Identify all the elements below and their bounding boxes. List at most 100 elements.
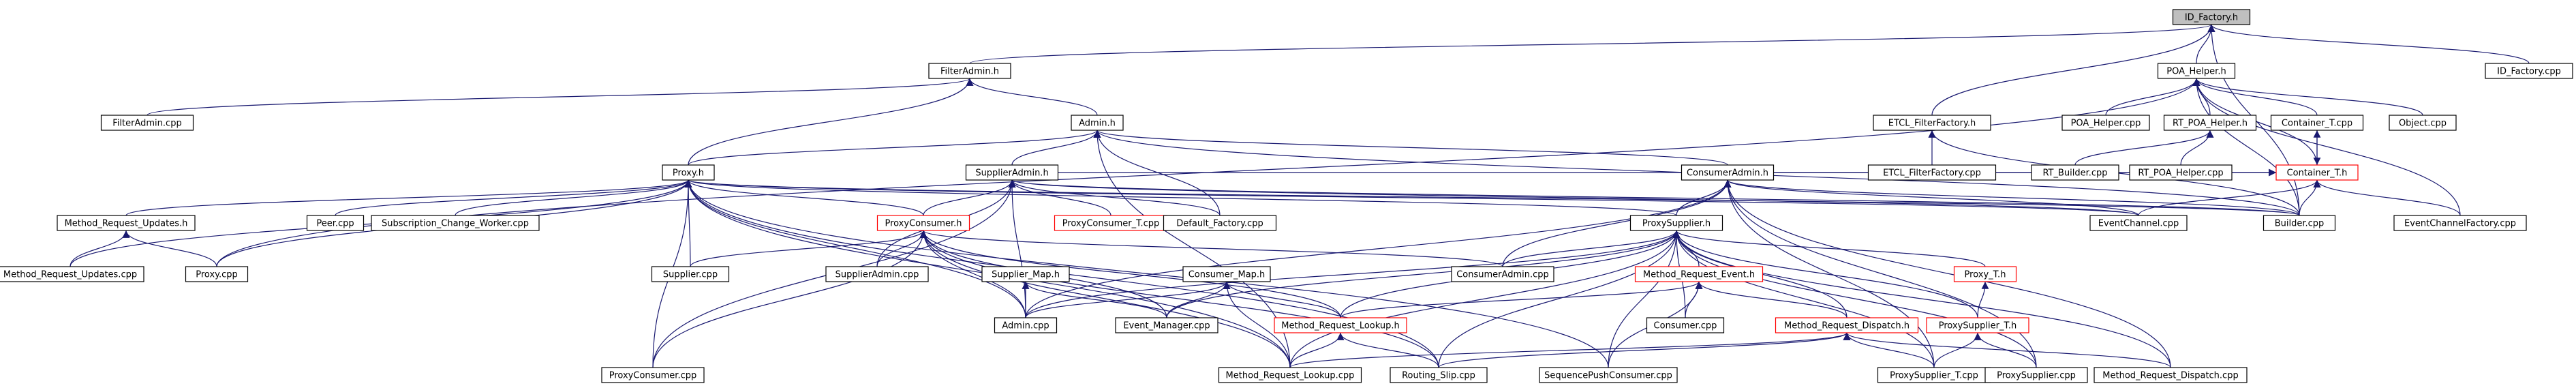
node-supplieradmin-h[interactable]: SupplierAdmin.h <box>965 164 1059 181</box>
node-box <box>2263 215 2336 231</box>
edge-proxy-cpp-to-method-request-updates-h <box>122 230 217 267</box>
node-supplieradmin-cpp[interactable]: SupplierAdmin.cpp <box>825 266 929 282</box>
node-box <box>1451 266 1554 282</box>
edge-method-request-lookup-cpp-to-proxysupplier-h <box>1289 230 1681 368</box>
node-default-factory-cpp[interactable]: Default_Factory.cpp <box>1163 215 1277 231</box>
edge-proxysupplier-h-to-proxy-h <box>685 179 1677 216</box>
node-box <box>981 266 1070 282</box>
edge-container-t-h-to-poa-helper-h <box>2192 78 2318 166</box>
node-method-request-dispatch-h[interactable]: Method_Request_Dispatch.h <box>1775 317 1919 333</box>
node-label: Builder.cpp <box>2275 219 2325 229</box>
node-label: ProxySupplier_T.h <box>1939 321 2017 331</box>
node-box <box>876 215 970 231</box>
node-proxysupplier-cpp[interactable]: ProxySupplier.cpp <box>1984 367 2088 383</box>
edge-method-request-dispatch-cpp-to-consumeradmin-h <box>1723 179 2171 368</box>
node-consumer-cpp[interactable]: Consumer.cpp <box>1646 317 1725 333</box>
node-consumeradmin-cpp[interactable]: ConsumerAdmin.cpp <box>1451 266 1554 282</box>
edge-admin-cpp-to-proxysupplier-h <box>1025 230 1681 318</box>
node-rt-poa-helper-h[interactable]: RT_POA_Helper.h <box>2163 115 2257 131</box>
edge-proxyconsumer-cpp-to-proxyconsumer-h <box>652 230 927 368</box>
node-label: ProxySupplier_T.cpp <box>1890 371 1978 381</box>
node-proxysupplier-t-cpp[interactable]: ProxySupplier_T.cpp <box>1877 367 1991 383</box>
node-method-request-lookup-h[interactable]: Method_Request_Lookup.h <box>1274 317 1407 333</box>
node-proxy-cpp[interactable]: Proxy.cpp <box>185 266 249 282</box>
edges-layer <box>70 24 2530 368</box>
edge-rt-poa-helper-cpp-to-rt-poa-helper-h <box>2180 130 2214 166</box>
node-proxyconsumer-h[interactable]: ProxyConsumer.h <box>876 215 970 231</box>
edge-routing-slip-cpp-to-method-request-dispatch-h <box>1438 332 1851 368</box>
node-id-factory-cpp[interactable]: ID_Factory.cpp <box>2485 63 2573 79</box>
node-container-t-cpp[interactable]: Container_T.cpp <box>2270 115 2364 131</box>
node-poa-helper-h[interactable]: POA_Helper.h <box>2157 63 2236 79</box>
node-label: Subscription_Change_Worker.cpp <box>382 219 529 229</box>
node-object-cpp[interactable]: Object.cpp <box>2389 115 2457 131</box>
node-box <box>1182 266 1271 282</box>
edge-event-manager-cpp-to-proxysupplier-h <box>1166 230 1681 318</box>
node-label: FilterAdmin.h <box>940 67 999 77</box>
node-label: Admin.cpp <box>1002 321 1049 331</box>
edge-proxysupplier-t-cpp-to-method-request-dispatch-h <box>1843 332 1935 368</box>
node-label: Method_Request_Lookup.h <box>1281 321 1399 331</box>
node-label: ProxyConsumer.h <box>885 219 962 229</box>
node-method-request-updates-cpp[interactable]: Method_Request_Updates.cpp <box>0 266 144 282</box>
node-proxyconsumer-cpp[interactable]: ProxyConsumer.cpp <box>601 367 705 383</box>
node-proxysupplier-t-h[interactable]: ProxySupplier_T.h <box>1926 317 2029 333</box>
node-method-request-lookup-cpp[interactable]: Method_Request_Lookup.cpp <box>1218 367 1362 383</box>
node-eventchannel-cpp[interactable]: EventChannel.cpp <box>2089 215 2188 231</box>
node-etcl-filterfactory-h[interactable]: ETCL_FilterFactory.h <box>1873 115 1991 131</box>
edge-rt-poa-helper-h-to-poa-helper-h <box>2192 78 2211 116</box>
node-rt-builder-cpp[interactable]: RT_Builder.cpp <box>2031 164 2119 181</box>
node-supplier-map-h[interactable]: Supplier_Map.h <box>981 266 1070 282</box>
node-label: SupplierAdmin.cpp <box>835 270 919 280</box>
node-admin-h[interactable]: Admin.h <box>1071 115 1124 131</box>
node-label: Object.cpp <box>2399 119 2447 129</box>
node-box <box>2157 63 2236 79</box>
node-filteradmin-h[interactable]: FilterAdmin.h <box>928 63 1011 79</box>
node-box <box>662 164 715 181</box>
node-routing-slip-cpp[interactable]: Routing_Slip.cpp <box>1390 367 1488 383</box>
node-subscription-change-worker-cpp[interactable]: Subscription_Change_Worker.cpp <box>371 215 540 231</box>
node-proxyconsumer-t-cpp[interactable]: ProxyConsumer_T.cpp <box>1054 215 1168 231</box>
edge-method-request-lookup-h-to-consumer-map-h <box>1223 281 1341 318</box>
node-proxy-t-h[interactable]: Proxy_T.h <box>1953 266 2017 282</box>
node-box <box>1926 317 2029 333</box>
edge-method-request-dispatch-cpp-to-proxysupplier-h <box>1672 230 2171 368</box>
node-label: Admin.h <box>1079 119 1116 129</box>
node-sequencepushconsumer-cpp[interactable]: SequencePushConsumer.cpp <box>1539 367 1678 383</box>
node-eventchannelfactory-cpp[interactable]: EventChannelFactory.cpp <box>2393 215 2527 231</box>
node-box <box>2031 164 2119 181</box>
node-box <box>825 266 929 282</box>
node-proxy-h[interactable]: Proxy.h <box>662 164 715 181</box>
node-method-request-dispatch-cpp[interactable]: Method_Request_Dispatch.cpp <box>2094 367 2248 383</box>
edge-event-manager-cpp-to-supplier-map-h <box>1022 281 1167 318</box>
edge-builder-cpp-to-poa-helper-h <box>2192 78 2300 216</box>
node-filteradmin-cpp[interactable]: FilterAdmin.cpp <box>100 115 194 131</box>
node-label: ConsumerAdmin.cpp <box>1456 270 1549 280</box>
edge-consumeradmin-cpp-to-consumeradmin-h <box>1502 179 1732 267</box>
node-label: ID_Factory.cpp <box>2497 67 2561 77</box>
node-method-request-updates-h[interactable]: Method_Request_Updates.h <box>57 215 196 231</box>
node-id-factory-h[interactable]: ID_Factory.h <box>2172 9 2251 25</box>
node-poa-helper-cpp[interactable]: POA_Helper.cpp <box>2061 115 2150 131</box>
node-consumeradmin-h[interactable]: ConsumerAdmin.h <box>1681 164 1775 181</box>
node-proxysupplier-h[interactable]: ProxySupplier.h <box>1629 215 1723 231</box>
node-container-t-h[interactable]: Container_T.h <box>2275 164 2359 181</box>
node-box <box>1115 317 1218 333</box>
node-consumer-map-h[interactable]: Consumer_Map.h <box>1182 266 1271 282</box>
edge-admin-cpp-to-consumer-map-h <box>1025 281 1231 318</box>
node-event-manager-cpp[interactable]: Event_Manager.cpp <box>1115 317 1218 333</box>
edge-poa-helper-h-to-id-factory-h <box>2196 24 2215 64</box>
node-admin-cpp[interactable]: Admin.cpp <box>994 317 1058 333</box>
node-box <box>1953 266 2017 282</box>
node-label: Default_Factory.cpp <box>1176 219 1263 229</box>
node-builder-cpp[interactable]: Builder.cpp <box>2263 215 2336 231</box>
node-etcl-filterfactory-cpp[interactable]: ETCL_FilterFactory.cpp <box>1867 164 1997 181</box>
edge-proxysupplier-t-h-to-proxy-t-h <box>1977 281 1989 318</box>
node-method-request-event-h[interactable]: Method_Request_Event.h <box>1634 266 1764 282</box>
node-peer-cpp[interactable]: Peer.cpp <box>306 215 365 231</box>
edge-proxy-h-to-admin-h <box>688 130 1101 166</box>
node-box <box>928 63 1011 79</box>
node-rt-poa-helper-cpp[interactable]: RT_POA_Helper.cpp <box>2129 164 2233 181</box>
node-box <box>1681 164 1775 181</box>
node-supplier-cpp[interactable]: Supplier.cpp <box>651 266 730 282</box>
